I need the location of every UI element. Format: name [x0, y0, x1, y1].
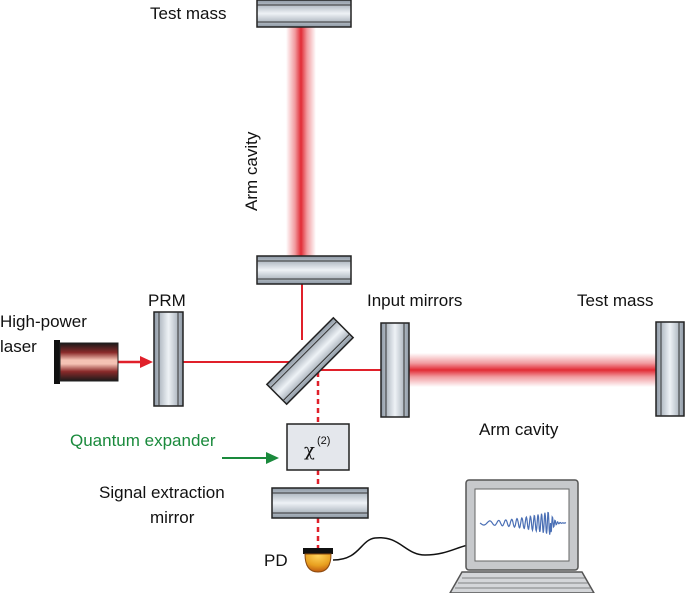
chi-symbol: χ	[304, 440, 315, 461]
prm-label: PRM	[148, 291, 186, 310]
photodiode	[303, 548, 333, 573]
chi2-crystal: χ (2)	[286, 423, 350, 471]
laser-beam-arrowhead	[140, 356, 153, 368]
laser-label-line2: laser	[0, 337, 37, 356]
arm-cavity-horizontal-label: Arm cavity	[479, 420, 559, 439]
signal-extraction-mirror	[271, 487, 369, 519]
computer-monitor	[465, 479, 579, 571]
test-mass-right-label: Test mass	[577, 291, 654, 310]
laser-label-line1: High-power	[0, 312, 87, 331]
input-mirror-horizontal-arm	[380, 322, 410, 418]
high-power-laser	[54, 340, 119, 384]
quantum-expander-label: Quantum expander	[70, 431, 216, 450]
signal-extraction-label-line2: mirror	[150, 508, 195, 527]
test-mass-top	[256, 0, 352, 28]
arm-cavity-vertical-label: Arm cavity	[242, 131, 261, 211]
quantum-expander-arrow	[222, 452, 279, 464]
prm-mirror	[153, 311, 184, 407]
input-mirrors-label: Input mirrors	[367, 291, 462, 310]
pd-label: PD	[264, 551, 288, 570]
vertical-arm-beam	[286, 26, 316, 258]
beam-splitter	[265, 316, 355, 406]
waveform-trace	[479, 511, 567, 535]
test-mass-right	[655, 321, 685, 417]
signal-extraction-label-line1: Signal extraction	[99, 483, 225, 502]
computer-keyboard	[448, 571, 596, 594]
test-mass-top-label: Test mass	[150, 4, 227, 23]
horizontal-arm-beam	[408, 353, 658, 387]
input-mirror-vertical-arm	[256, 255, 352, 285]
chi-superscript: (2)	[317, 435, 330, 447]
detector-cable	[332, 537, 469, 561]
